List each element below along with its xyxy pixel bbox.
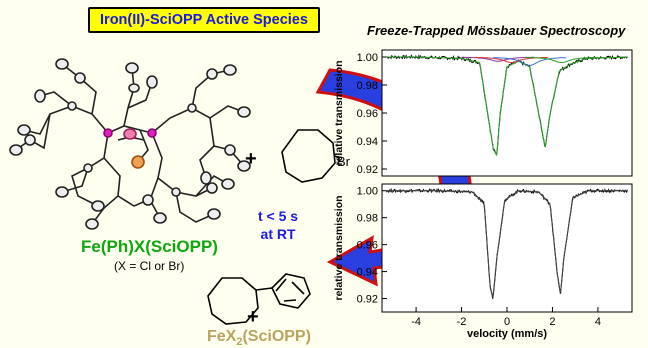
complex-halide-note: (X = Cl or Br)	[114, 259, 185, 273]
title-text: Iron(II)-SciOPP Active Species	[100, 12, 308, 28]
x-tick-label-bottom: -2	[457, 316, 467, 328]
mossbauer-spectra: 1.00 0.98 0.96 0.94 0.92 relative transmissio…	[333, 49, 633, 340]
plus-sign-product: +	[247, 306, 259, 328]
x-tick-label-bottom: 0	[504, 316, 510, 328]
iron-product-name: FeX2(SciOPP)	[207, 328, 311, 348]
component-curve-2	[493, 57, 567, 66]
y-tick-label-top: 0.96	[357, 108, 378, 120]
y-tick-label-top: 0.98	[357, 80, 378, 92]
y-axis-label-bottom: relative transmission	[333, 195, 345, 300]
plot-frame-top	[381, 49, 633, 177]
molecule-ortep-structure	[9, 58, 251, 230]
x-tick-label-bottom: 2	[549, 316, 555, 328]
plus-sign-reagent: +	[245, 148, 257, 170]
y-axis-label-top: relative transmission	[333, 60, 345, 165]
y-tick-label-bottom: 1.00	[357, 186, 378, 198]
product-prefix: FeX	[207, 328, 237, 345]
fit-line-top	[386, 56, 628, 157]
x-tick-label-bottom: -4	[411, 316, 421, 328]
y-tick-label-top: 0.92	[357, 164, 378, 176]
cycloheptyl-bromide-structure	[281, 129, 341, 183]
product-subscript: 2	[236, 336, 243, 348]
product-suffix: (SciOPP)	[242, 328, 311, 345]
component-curve-0	[461, 56, 535, 62]
fit-line-bottom	[386, 190, 628, 298]
y-tick-label-bottom: 0.94	[357, 267, 378, 279]
y-tick-label-bottom: 0.92	[357, 294, 378, 306]
condition-temperature: at RT	[260, 226, 296, 242]
x-axis-label: velocity (mm/s)	[467, 328, 547, 340]
reaction-conditions: t < 5 s at RT	[258, 207, 298, 243]
spectroscopy-title: Freeze-Trapped Mössbauer Spectroscopy	[367, 23, 626, 38]
bromine-label: Br	[337, 154, 350, 169]
cycloheptylbenzene-structure	[207, 273, 311, 325]
y-tick-label-bottom: 0.96	[357, 240, 378, 252]
x-tick-label-bottom: 4	[595, 316, 601, 328]
complex-name: Fe(Ph)X(SciOPP)	[81, 237, 218, 256]
component-curve-3	[525, 56, 598, 64]
condition-time: t < 5 s	[258, 208, 299, 224]
title-banner: Iron(II)-SciOPP Active Species	[88, 7, 320, 33]
y-tick-label-top: 0.94	[357, 136, 378, 148]
plot-frame-bottom	[381, 183, 633, 313]
y-tick-label-top: 1.00	[357, 52, 378, 64]
y-tick-label-bottom: 0.98	[357, 213, 378, 225]
